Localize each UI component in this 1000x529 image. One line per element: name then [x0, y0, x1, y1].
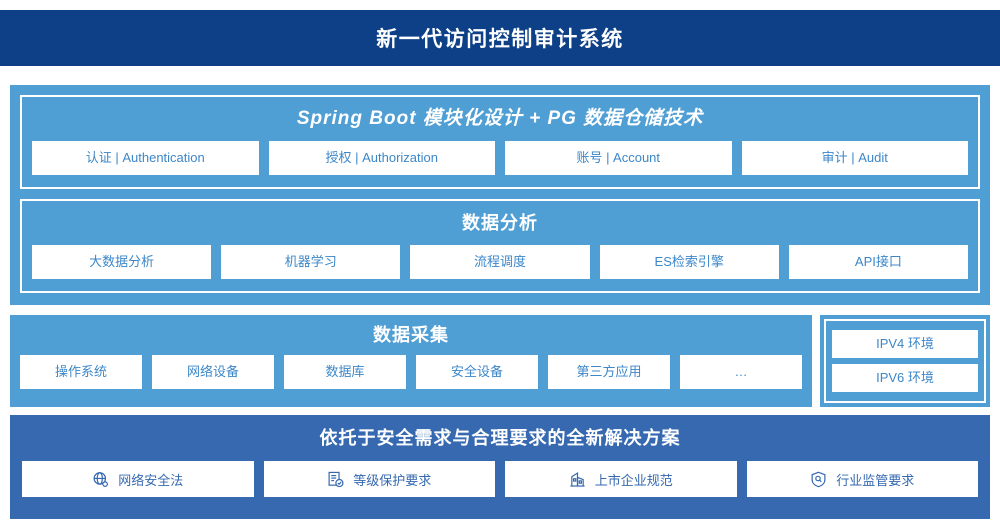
platform-layer-panel: Spring Boot 模块化设计 + PG 数据仓储技术 认证 | Authe… [10, 85, 990, 305]
data-collection-section: 数据采集 操作系统 网络设备 数据库 安全设备 第三方应用 … [10, 315, 812, 407]
data-analysis-section-title: 数据分析 [462, 213, 538, 233]
module-card-authentication[interactable]: 认证 | Authentication [32, 141, 259, 175]
module-card-audit[interactable]: 审计 | Audit [741, 141, 968, 175]
ip-environment-inner: IPV4 环境 IPV6 环境 [824, 319, 986, 403]
collection-card-operating-system[interactable]: 操作系统 [20, 355, 142, 389]
compliance-card-label: 行业监管要求 [836, 472, 915, 488]
page-header: 新一代访问控制审计系统 [0, 10, 1000, 66]
module-card-authorization[interactable]: 授权 | Authorization [268, 141, 495, 175]
collection-card-third-party-app[interactable]: 第三方应用 [548, 355, 670, 389]
compliance-card-cybersecurity-law[interactable]: 网络安全法 [22, 461, 254, 497]
spring-boot-section: Spring Boot 模块化设计 + PG 数据仓储技术 认证 | Authe… [20, 95, 980, 189]
analysis-card-big-data[interactable]: 大数据分析 [32, 245, 212, 279]
compliance-card-industry-regulation[interactable]: 行业监管要求 [746, 461, 978, 497]
analysis-card-process-scheduling[interactable]: 流程调度 [410, 245, 590, 279]
collection-row: 数据采集 操作系统 网络设备 数据库 安全设备 第三方应用 … IPV4 环境 … [10, 315, 990, 407]
collection-card-database[interactable]: 数据库 [284, 355, 406, 389]
compliance-card-listed-enterprise[interactable]: 上市企业规范 [505, 461, 737, 497]
spring-boot-card-row: 认证 | Authentication 授权 | Authorization 账… [32, 141, 968, 175]
compliance-card-label: 网络安全法 [118, 472, 184, 488]
analysis-card-api-interface[interactable]: API接口 [788, 245, 969, 279]
compliance-card-row: 网络安全法 等级保护要求 [22, 461, 978, 497]
module-card-account[interactable]: 账号 | Account [505, 141, 732, 175]
analysis-card-machine-learning[interactable]: 机器学习 [221, 245, 401, 279]
page-title: 新一代访问控制审计系统 [376, 28, 624, 51]
compliance-card-label: 上市企业规范 [594, 472, 673, 488]
analysis-card-es-search-engine[interactable]: ES检索引擎 [599, 245, 779, 279]
data-analysis-section: 数据分析 大数据分析 机器学习 流程调度 ES检索引擎 API接口 [20, 199, 980, 293]
compliance-section: 依托于安全需求与合理要求的全新解决方案 网络安全法 [10, 415, 990, 519]
collection-card-security-device[interactable]: 安全设备 [416, 355, 538, 389]
data-collection-section-title: 数据采集 [373, 325, 449, 345]
ipv6-environment-card[interactable]: IPV6 环境 [832, 364, 978, 392]
building-icon [569, 471, 586, 488]
collection-card-network-device[interactable]: 网络设备 [152, 355, 274, 389]
data-analysis-card-row: 大数据分析 机器学习 流程调度 ES检索引擎 API接口 [32, 245, 969, 279]
compliance-card-label: 等级保护要求 [353, 472, 432, 488]
document-check-icon [327, 471, 344, 488]
collection-card-more[interactable]: … [680, 355, 802, 389]
shield-search-icon [810, 471, 827, 488]
globe-network-icon [92, 471, 109, 488]
compliance-card-classified-protection[interactable]: 等级保护要求 [263, 461, 495, 497]
compliance-section-title: 依托于安全需求与合理要求的全新解决方案 [319, 428, 681, 448]
data-collection-card-row: 操作系统 网络设备 数据库 安全设备 第三方应用 … [20, 355, 802, 389]
ipv4-environment-card[interactable]: IPV4 环境 [832, 330, 978, 358]
spring-boot-section-title: Spring Boot 模块化设计 + PG 数据仓储技术 [296, 108, 704, 129]
ip-environment-section: IPV4 环境 IPV6 环境 [820, 315, 990, 407]
